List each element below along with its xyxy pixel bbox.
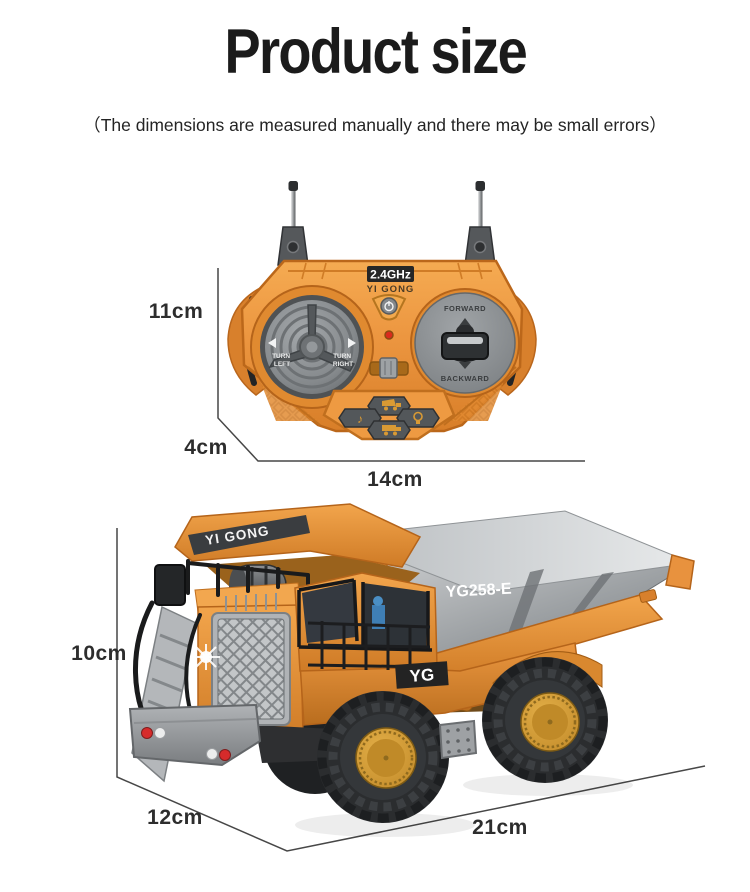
dump-truck: YG258-E YI GONG [128,503,695,837]
truck-cab [294,572,438,672]
front-wheel [317,691,449,823]
step-box [438,719,478,760]
truck-model-label: YG258-E [445,581,512,601]
led-indicator [384,330,394,340]
rear-wheel [482,657,608,783]
page-subtitle: （The dimensions are measured manually an… [83,115,667,135]
page-title: Product size [224,17,527,87]
dump-up-icon [382,399,401,411]
right-antenna-icon [464,181,496,266]
truck-height-label: 10cm [71,642,127,665]
turn-right-label: TURN RIGHT [333,353,353,368]
truck-dimension-line [116,528,706,852]
remote-controller: TURN LEFT TURN RIGHT FORWARD BACKWARD [227,181,537,441]
tail-light-red-icon [141,727,153,739]
light-button [396,408,440,428]
power-icon [384,301,394,312]
steering-dial: TURN LEFT TURN RIGHT [250,285,374,409]
forward-arrow-icon [459,318,471,326]
canopy-banner [188,515,310,555]
left-antenna-icon [277,181,309,266]
front-bumper [128,703,262,767]
frequency-label: 2.4GHz [370,268,411,282]
backward-arrow-icon [459,362,471,369]
controller-width-label: 14cm [367,468,423,491]
driver-figure [372,605,385,629]
dump-down-icon [382,425,401,436]
turn-left-arrow-icon [268,338,276,348]
truck-length-label: 21cm [472,816,528,839]
turn-left-label: TURN LEFT [272,353,292,368]
power-switch [369,357,409,379]
tail-light-white-icon [154,727,166,739]
tail-light-red-icon [219,749,231,761]
door-badge: YG [395,661,449,689]
forward-label: FORWARD [444,304,486,313]
door-badge-label: YG [409,665,435,686]
controller-depth-label: 4cm [184,436,228,459]
controller-height-label: 11cm [148,300,204,323]
bed-tip [665,554,695,590]
headlight-flare-icon [192,644,220,670]
tail-light-white-icon [206,748,218,760]
music-note-icon: ♪ [357,412,363,426]
backward-label: BACKWARD [441,374,490,383]
controller-dimension-line [217,268,585,462]
front-grille [192,593,291,726]
power-button [371,294,407,321]
throttle-stick [441,325,489,360]
light-icon [413,411,423,424]
throttle-pad: FORWARD BACKWARD [410,288,520,398]
frequency-badge [367,266,414,282]
controller-brand-label: YI GONG [367,284,415,295]
mirror-icon [154,564,186,606]
turn-right-arrow-icon [348,338,356,348]
hood-railing-icon [186,559,310,597]
truck-depth-label: 12cm [147,806,203,829]
